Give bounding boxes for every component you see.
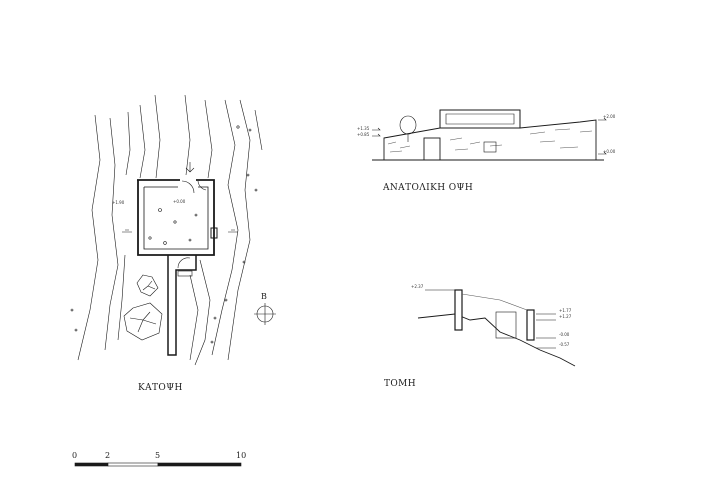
tree-crown [399, 115, 417, 135]
upper-structure-inner [445, 113, 515, 125]
plan-title: ΚΑΤΟΨΗ [138, 383, 183, 393]
door-arc [197, 180, 207, 191]
plan-level: +1.90 [112, 200, 125, 205]
scale-tick-label: 2 [105, 451, 111, 460]
scale-segment [74, 462, 109, 467]
scale-tick-label: 0 [72, 451, 78, 460]
scale-segment [157, 462, 242, 467]
contour-line [204, 99, 213, 179]
door-section [495, 311, 517, 339]
scale-segment [107, 462, 159, 467]
left-wall [454, 289, 463, 331]
path-arc [177, 257, 191, 269]
path-walls [167, 255, 197, 356]
terrain-profile [417, 313, 576, 367]
contour-line [117, 254, 126, 341]
contour-line [254, 109, 263, 151]
stone-hatch [387, 128, 593, 153]
elevation-level: +1.35 [357, 126, 370, 131]
contour-line [211, 99, 239, 356]
scale-tick-label: 5 [155, 451, 161, 460]
section-drawing [417, 289, 576, 367]
tree-branches [142, 280, 156, 291]
scale-tick-label: 10 [236, 451, 247, 460]
building-inner-wall [143, 186, 209, 250]
section-level: -0.57 [559, 342, 570, 347]
north-letter: Β [261, 292, 267, 301]
contour-line [184, 94, 191, 176]
door-arc [181, 180, 195, 194]
plan-level: +0.00 [173, 199, 186, 204]
door [423, 137, 441, 161]
north-symbol [254, 303, 276, 325]
contour-line [125, 111, 131, 176]
elevation-title: ΑΝΑΤΟΛΙΚΗ ΟΨΗ [383, 183, 474, 193]
elevation-drawing [372, 109, 607, 161]
building-walls [137, 179, 215, 256]
contour-line [154, 94, 161, 179]
section-level: +1.27 [559, 314, 572, 319]
elevation-level: +2.00 [603, 114, 616, 119]
scale-bar [74, 462, 242, 467]
contour-line [104, 117, 119, 351]
contour-line [139, 104, 146, 179]
upper-structure [439, 109, 521, 129]
contour-line [194, 259, 211, 366]
entrance-arrow [185, 162, 195, 173]
tree-branches [129, 311, 157, 333]
contour-line [189, 274, 199, 361]
level-mark [425, 289, 556, 349]
plan-drawing [70, 94, 263, 366]
section-level: -0.00 [559, 332, 570, 337]
section-mark [122, 229, 132, 233]
section-mark [228, 229, 238, 233]
tree-symbol [136, 274, 159, 297]
small-window [483, 141, 497, 153]
right-wall [526, 309, 535, 341]
step [177, 270, 193, 277]
section-title: ΤΟΜΗ [384, 379, 417, 389]
tree-symbol [123, 302, 163, 341]
contour-line [77, 114, 101, 361]
elevation-level: +0.00 [603, 149, 616, 154]
section-level: +2.37 [411, 284, 424, 289]
window-opening [210, 227, 218, 239]
roof-line [461, 293, 528, 311]
level-mark [372, 127, 381, 137]
elevation-level: +0.85 [357, 132, 370, 137]
contour-line [227, 99, 251, 361]
main-wall [383, 119, 597, 161]
section-level: +1.77 [559, 308, 572, 313]
level-mark [598, 117, 607, 155]
